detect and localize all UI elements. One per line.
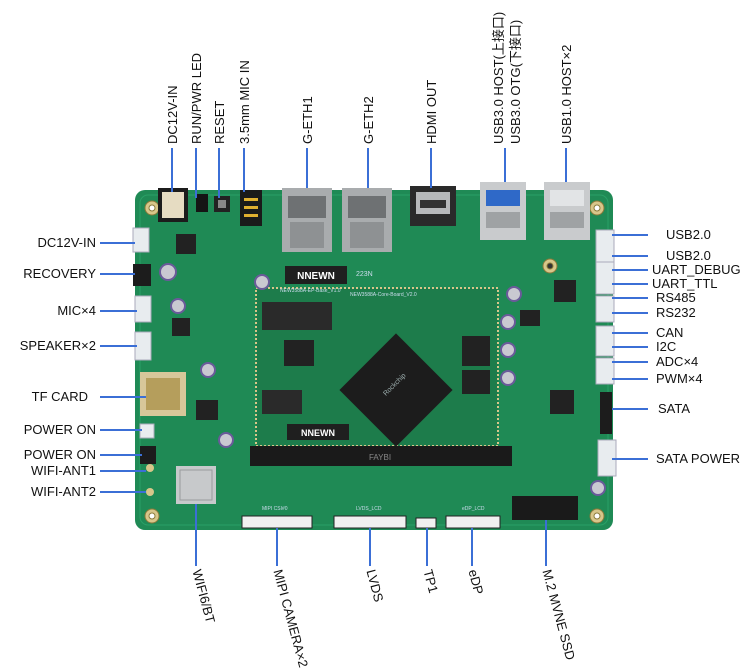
brand-block-2	[287, 424, 349, 440]
dc-header-left	[132, 227, 150, 253]
edp-silk: eDP_LCD	[462, 506, 485, 512]
eth2-port	[342, 188, 392, 252]
label-left-mic: MIC×4	[57, 303, 96, 318]
label-left-wifi-ant2: WIFI-ANT2	[31, 484, 96, 499]
label-right-usb2-1: USB2.0	[666, 227, 711, 242]
power-on-2	[140, 446, 156, 464]
label-left-power-on-2: POWER ON	[23, 447, 96, 462]
label-left-recovery: RECOVERY	[23, 266, 96, 281]
wifi-module	[176, 466, 216, 504]
usb1-port	[544, 182, 590, 240]
label-right-adc: ADC×4	[656, 354, 699, 369]
label-left-speaker: SPEAKER×2	[19, 338, 96, 353]
power-on-1	[139, 423, 155, 439]
label-top-hdmi: HDMI OUT	[424, 79, 439, 144]
serial-text: 223N	[356, 271, 373, 278]
label-top-geth1: G-ETH1	[300, 96, 315, 144]
mic-header	[134, 295, 152, 323]
label-top-mic-in: 3.5mm MIC IN	[237, 60, 252, 144]
som-chip-3	[462, 336, 490, 366]
lvds-silk: LVDS_LCD	[356, 506, 382, 512]
label-right-sata-power: SATA POWER	[656, 451, 741, 466]
label-top-reset: RESET	[212, 100, 227, 144]
brand-block-1	[285, 266, 347, 284]
label-right-sata: SATA	[658, 401, 691, 416]
recovery-btn	[133, 264, 151, 286]
label-right-i2c: I2C	[656, 339, 677, 354]
brand-text-2: NNEWN	[301, 428, 335, 438]
sata-port	[600, 392, 612, 434]
right-headers	[595, 229, 617, 477]
label-left-tf-card: TF CARD	[31, 389, 88, 404]
label-left-power-on-1: POWER ON	[23, 422, 96, 437]
label-top-run-pwr-led: RUN/PWR LED	[189, 52, 204, 144]
eth1-port	[282, 188, 332, 252]
label-top-usb1-host: USB1.0 HOST×2	[559, 44, 574, 144]
label-right-rs485: RS485	[656, 290, 696, 305]
label-right-rs232: RS232	[656, 305, 696, 320]
label-top-usb3-otg: USB3.0 OTG(下接口)	[508, 19, 523, 144]
label-top-dc12v: DC12V-IN	[165, 85, 180, 144]
tf-card-slot	[140, 372, 186, 416]
lvds-connector	[333, 515, 407, 529]
m2-slot	[512, 496, 578, 520]
slot-text: FAYBI	[369, 453, 391, 462]
mipi-connector	[241, 515, 313, 529]
som-title-text: NEW3588A-Core-Board_V2.0	[350, 292, 417, 298]
som-chip-2	[284, 340, 314, 366]
label-right-uart-debug: UART_DEBUG	[652, 262, 741, 277]
som-ram-1	[462, 370, 490, 394]
base-ics	[172, 234, 576, 420]
base-title-text: NEW3588A-EP-Base_V1.0	[280, 288, 341, 294]
dc-jack-top	[158, 188, 188, 222]
label-right-can: CAN	[656, 325, 684, 340]
brand-text-1: NNEWN	[297, 271, 335, 282]
som-ram-2	[262, 302, 332, 330]
mipi-silk: MIPI CSI#0	[262, 506, 288, 512]
edp-connector	[445, 515, 501, 529]
label-left-dc12v: DC12V-IN	[37, 235, 96, 250]
usb3-port	[480, 182, 526, 240]
label-right-usb2-2: USB2.0	[666, 248, 711, 263]
leader-lines	[100, 148, 648, 566]
label-top-usb3-host: USB3.0 HOST(上接口)	[491, 11, 506, 144]
wifi-ant2	[146, 488, 154, 496]
wifi-ant1	[146, 464, 154, 472]
board-slot	[250, 446, 512, 466]
label-right-pwm: PWM×4	[656, 371, 703, 386]
soc-chip	[339, 333, 453, 447]
mic-jack	[240, 190, 262, 226]
label-left-wifi-ant1: WIFI-ANT1	[31, 463, 96, 478]
capacitors	[159, 263, 606, 496]
speaker-header	[134, 331, 152, 361]
label-top-geth2: G-ETH2	[361, 96, 376, 144]
tp1-connector	[415, 517, 437, 529]
hdmi-port	[410, 186, 456, 226]
label-right-uart-ttl: UART_TTL	[652, 276, 718, 291]
led	[196, 194, 208, 212]
